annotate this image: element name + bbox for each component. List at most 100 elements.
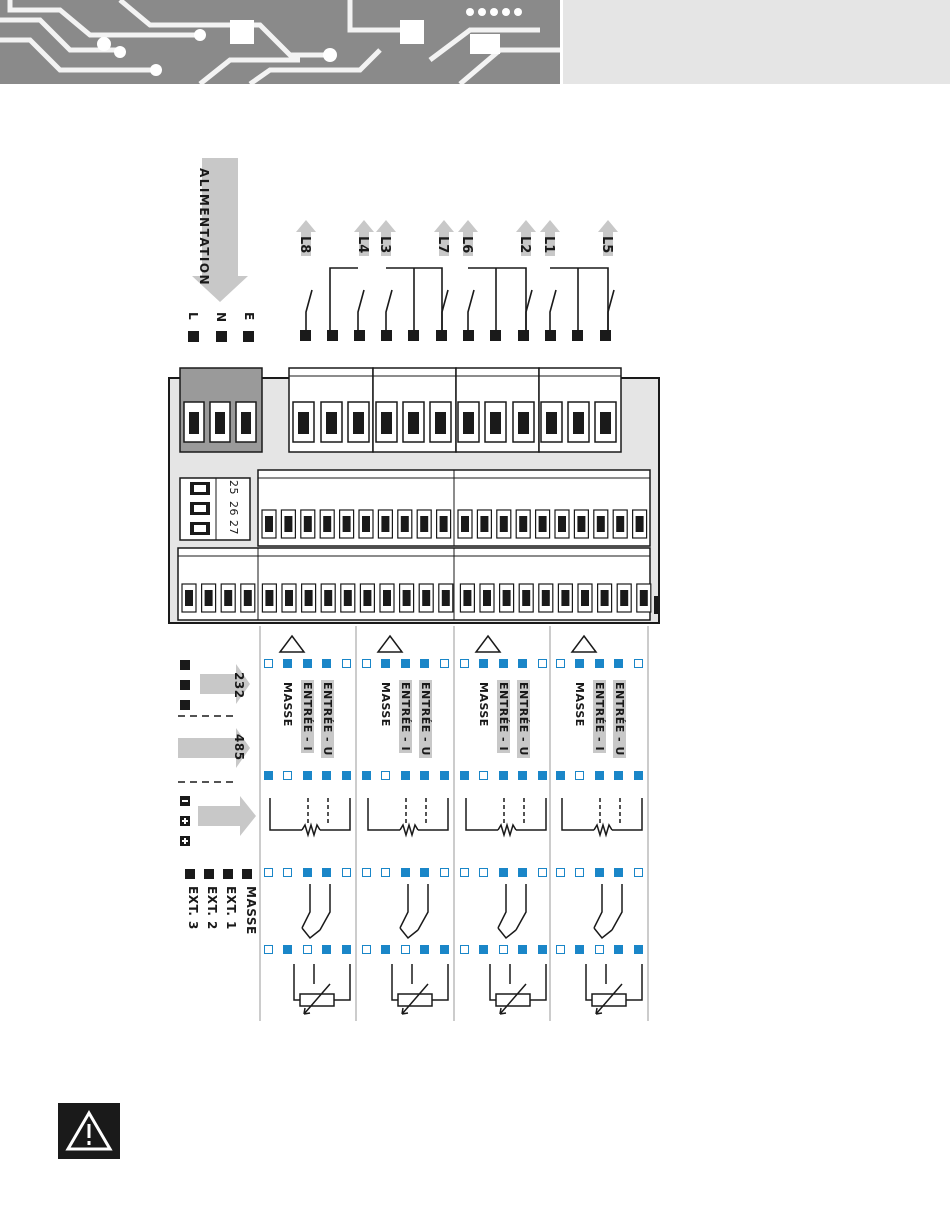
- channel-4-label-entree-i: ENTRÉE - I: [593, 680, 606, 753]
- comm-label-485: 485: [232, 734, 246, 761]
- channel-2-label-entree-i: ENTRÉE - I: [399, 680, 412, 753]
- indicator-row2-c1-1: [264, 771, 273, 780]
- indicator-row3-c4-1: [556, 868, 565, 877]
- indicator-row4-c4-2: [575, 945, 584, 954]
- indicator-row1-c2-2: [381, 659, 390, 668]
- indicator-row1-c4-2: [575, 659, 584, 668]
- indicator-row3-c1-2: [283, 868, 292, 877]
- resistor-icon: [498, 825, 516, 835]
- indicator-row1-c1-5: [342, 659, 351, 668]
- header-grey-panel: [563, 0, 950, 84]
- indicator-row1-c3-1: [460, 659, 469, 668]
- indicator-row3-c3-2: [479, 868, 488, 877]
- header-circuit-art: [0, 0, 560, 84]
- indicator-row4-c1-4: [322, 945, 331, 954]
- ext-label-3: EXT. 3: [186, 886, 200, 930]
- ext-label-1: EXT. 1: [224, 886, 238, 930]
- indicator-row4-c3-3: [499, 945, 508, 954]
- warning-triangle-icon: [58, 1103, 120, 1159]
- indicator-row3-c2-4: [420, 868, 429, 877]
- indicator-row4-c3-4: [518, 945, 527, 954]
- indicator-row1-c1-2: [283, 659, 292, 668]
- delta-triangle-icon: [476, 636, 500, 652]
- indicator-row2-c4-2: [575, 771, 584, 780]
- warning-box: [58, 1103, 120, 1159]
- channel-3-label-entree-u: ENTRÉE - U: [517, 680, 530, 758]
- indicator-row2-c2-3: [401, 771, 410, 780]
- indicator-row4-c1-1: [264, 945, 273, 954]
- indicator-row3-c4-4: [614, 868, 623, 877]
- indicator-row3-c4-2: [575, 868, 584, 877]
- resistor-icon: [594, 825, 612, 835]
- channel-3-label-masse: MASSE: [477, 680, 490, 729]
- indicator-row1-c2-5: [440, 659, 449, 668]
- indicator-row3-c1-3: [303, 868, 312, 877]
- relay-label-l1: L1: [541, 236, 556, 253]
- indicator-row1-c1-1: [264, 659, 273, 668]
- thermocouple-icon: [498, 884, 526, 938]
- indicator-row3-c1-4: [322, 868, 331, 877]
- indicator-row2-c2-5: [440, 771, 449, 780]
- relay-label-l4: L4: [355, 236, 370, 253]
- relay-label-l2: L2: [517, 236, 532, 253]
- thermocouple-icon: [400, 884, 428, 938]
- indicator-row1-c4-4: [614, 659, 623, 668]
- indicator-row2-c2-4: [420, 771, 429, 780]
- indicator-row3-c2-2: [381, 868, 390, 877]
- indicator-row2-c1-5: [342, 771, 351, 780]
- indicator-row3-c3-4: [518, 868, 527, 877]
- indicator-row2-c3-2: [479, 771, 488, 780]
- relay-label-l5: L5: [599, 236, 614, 253]
- channel-3-label-entree-i: ENTRÉE - I: [497, 680, 510, 753]
- terminal-label-n: N: [214, 312, 228, 323]
- indicator-row4-c3-5: [538, 945, 547, 954]
- indicator-row1-c3-5: [538, 659, 547, 668]
- indicator-row3-c3-3: [499, 868, 508, 877]
- indicator-row4-c1-5: [342, 945, 351, 954]
- resistor-icon: [400, 825, 418, 835]
- channel-1-label-masse: MASSE: [281, 680, 294, 729]
- indicator-row3-c2-5: [440, 868, 449, 877]
- terminal-blocks: [168, 366, 668, 628]
- channel-4-label-masse: MASSE: [573, 680, 586, 729]
- indicator-row1-c1-3: [303, 659, 312, 668]
- terminal-label-l: L: [186, 312, 200, 320]
- channel-4-label-entree-u: ENTRÉE - U: [613, 680, 626, 758]
- indicator-row2-c3-3: [499, 771, 508, 780]
- pin-label-25: 25: [227, 480, 240, 495]
- delta-triangle-icon: [280, 636, 304, 652]
- indicator-row4-c2-1: [362, 945, 371, 954]
- relay-label-l3: L3: [377, 236, 392, 253]
- ext-label-masse: MASSE: [244, 886, 258, 935]
- delta-triangle-icon: [378, 636, 402, 652]
- resistor-icon: [302, 825, 320, 835]
- indicator-row4-c4-4: [614, 945, 623, 954]
- thermocouple-icon: [594, 884, 622, 938]
- indicator-row2-c1-2: [283, 771, 292, 780]
- indicator-row1-c2-1: [362, 659, 371, 668]
- indicator-row4-c4-5: [634, 945, 643, 954]
- indicator-row3-c3-5: [538, 868, 547, 877]
- indicator-row1-c3-4: [518, 659, 527, 668]
- indicator-row1-c3-3: [499, 659, 508, 668]
- indicator-row2-c4-5: [634, 771, 643, 780]
- indicator-row2-c3-1: [460, 771, 469, 780]
- indicator-row3-c4-5: [634, 868, 643, 877]
- indicator-row3-c3-1: [460, 868, 469, 877]
- circuit-board-pattern: [0, 0, 560, 84]
- indicator-row1-c4-1: [556, 659, 565, 668]
- indicator-row1-c4-3: [595, 659, 604, 668]
- indicator-row2-c4-4: [614, 771, 623, 780]
- indicator-row4-c4-3: [595, 945, 604, 954]
- indicator-row1-c4-5: [634, 659, 643, 668]
- indicator-row2-c4-3: [595, 771, 604, 780]
- indicator-row2-c2-2: [381, 771, 390, 780]
- channel-1-label-entree-u: ENTRÉE - U: [321, 680, 334, 758]
- indicator-row2-c4-1: [556, 771, 565, 780]
- indicator-row4-c1-2: [283, 945, 292, 954]
- indicator-row1-c2-4: [420, 659, 429, 668]
- indicator-row1-c2-3: [401, 659, 410, 668]
- channel-2-label-entree-u: ENTRÉE - U: [419, 680, 432, 758]
- indicator-row4-c4-1: [556, 945, 565, 954]
- indicator-row4-c2-4: [420, 945, 429, 954]
